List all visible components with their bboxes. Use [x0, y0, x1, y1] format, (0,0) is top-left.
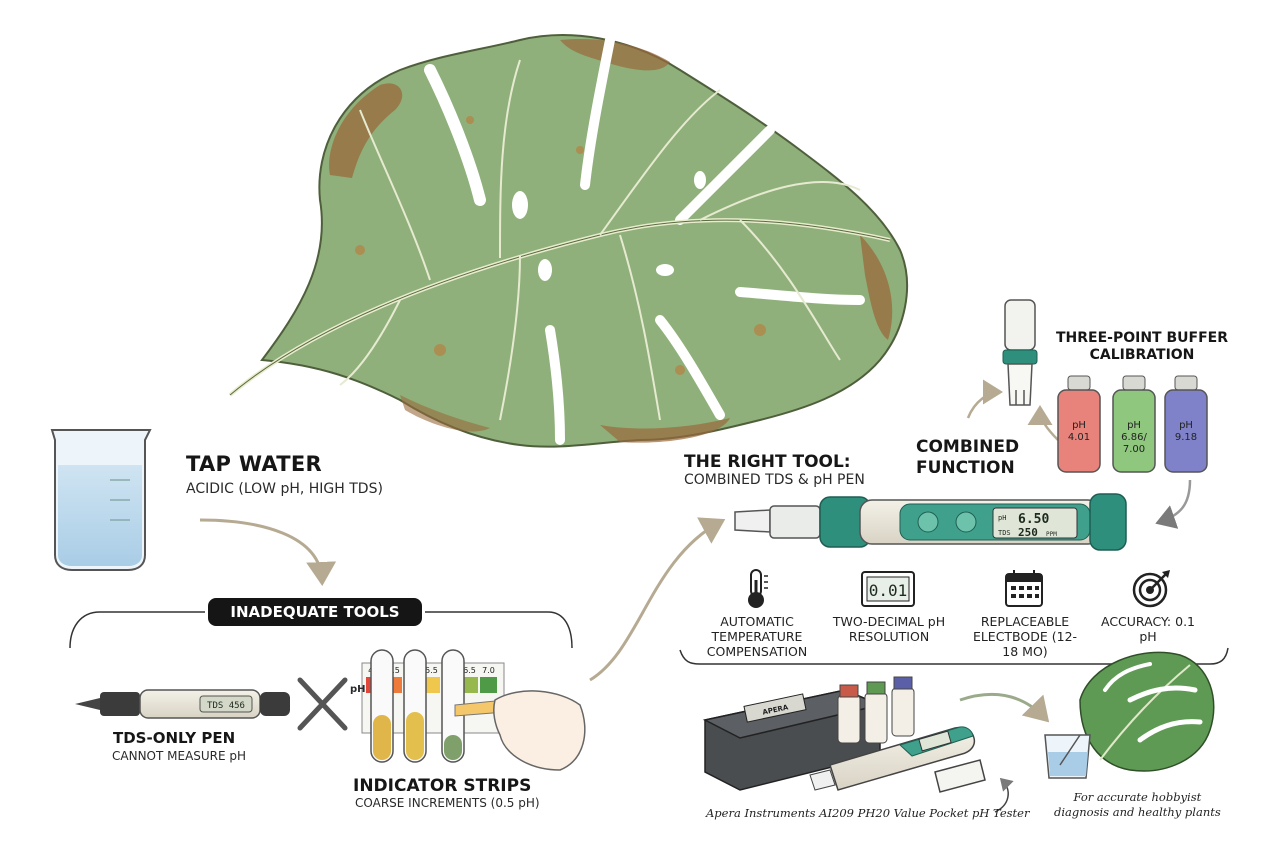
healthy-plant-illustration [1044, 651, 1215, 779]
display-ph-label: pH [998, 514, 1006, 522]
display-tds-unit: PPM [1046, 531, 1057, 538]
strip-scale-label: 7.0 [482, 666, 495, 675]
tap-water-title: TAP WATER [186, 452, 323, 476]
strip-scale-label: 6.5 [463, 666, 476, 675]
right-tool-subtitle: COMBINED TDS & pH PEN [684, 472, 865, 488]
electrode-illustration [1002, 299, 1038, 406]
calibration-title: THREE-POINT BUFFER CALIBRATION [1055, 330, 1228, 363]
buffer-bottle-label: pH 9.18 [1174, 420, 1198, 443]
strip-ph-axis-label: pH [350, 684, 366, 695]
display-tds-label: TDS [998, 529, 1011, 537]
display-tds-value: 250 [1018, 526, 1038, 539]
kit-caption: Apera Instruments AI209 PH20 Value Pocke… [706, 806, 1030, 820]
strip-color-swatch [461, 677, 478, 693]
bottle-cap [1122, 375, 1146, 391]
combined-pen-illustration [734, 493, 1127, 551]
outcome-arrow [959, 693, 1050, 723]
kit-caption-arrow [994, 777, 1014, 813]
buffer-bottles-illustration [1057, 375, 1208, 473]
tds-pen-screen: TDS 456 [207, 701, 245, 711]
feature-resolution: TWO-DECIMAL pH RESOLUTION [832, 614, 946, 644]
bottle-cap [1174, 375, 1198, 391]
display-ph-value: 6.50 [1018, 512, 1049, 527]
feature-electrode: REPLACEABLE ELECTBODE (12-18 MO) [972, 614, 1078, 659]
thermometer-icon [748, 569, 768, 608]
indicator-strips-title: INDICATOR STRIPS [353, 776, 532, 796]
bottle-cap [1067, 375, 1091, 391]
buffer-bottle-label: pH 4.01 [1067, 420, 1091, 443]
feature-temperature: AUTOMATIC TEMPERATURE COMPENSATION [706, 614, 808, 659]
combined-function-arrow [966, 379, 1003, 419]
tds-only-pen-illustration [75, 689, 290, 719]
tap-water-arrow [199, 518, 337, 586]
tap-water-subtitle: ACIDIC (LOW pH, HIGH TDS) [186, 481, 383, 497]
combined-function-label: COMBINED FUNCTION [916, 437, 1020, 478]
tester-kit-illustration [702, 676, 986, 793]
strip-color-swatch [423, 677, 440, 693]
tds-pen-title: TDS-ONLY PEN [113, 729, 236, 747]
calendar-icon [1005, 570, 1043, 607]
strip-color-swatch [480, 677, 497, 693]
indicator-strips-subtitle: COARSE INCREMENTS (0.5 pH) [355, 796, 540, 810]
resolution-display-value: 0.01 [869, 581, 908, 600]
inadequate-tools-banner: INADEQUATE TOOLS [208, 598, 422, 626]
bottles-to-pen-arrow [1155, 479, 1192, 529]
calibration-to-electrode-arrow [1027, 405, 1059, 441]
buffer-bottle [1164, 389, 1208, 473]
digital-display-icon [861, 571, 915, 607]
buffer-bottle [1057, 389, 1101, 473]
strip-scale-label: 5.5 [425, 666, 438, 675]
monstera-leaf-illustration [228, 34, 909, 448]
inadequate-tools-bracket [69, 611, 573, 649]
beaker-illustration [50, 429, 152, 571]
indicator-strips-illustration: 4.04.55.05.56.06.57.0 [361, 649, 586, 771]
features-bracket [679, 647, 1229, 665]
feature-accuracy: ACCURACY: 0.1 pH [1101, 614, 1195, 644]
upgrade-arrow [589, 517, 726, 682]
target-icon [1132, 570, 1170, 608]
buffer-bottle-label: pH 6.86/ 7.00 [1121, 420, 1147, 455]
cross-icon [297, 677, 348, 731]
tds-pen-subtitle: CANNOT MEASURE pH [112, 749, 247, 763]
right-tool-title: THE RIGHT TOOL: [684, 452, 851, 472]
outcome-caption: For accurate hobbyist diagnosis and heal… [1054, 790, 1221, 819]
buffer-bottle [1112, 389, 1156, 473]
